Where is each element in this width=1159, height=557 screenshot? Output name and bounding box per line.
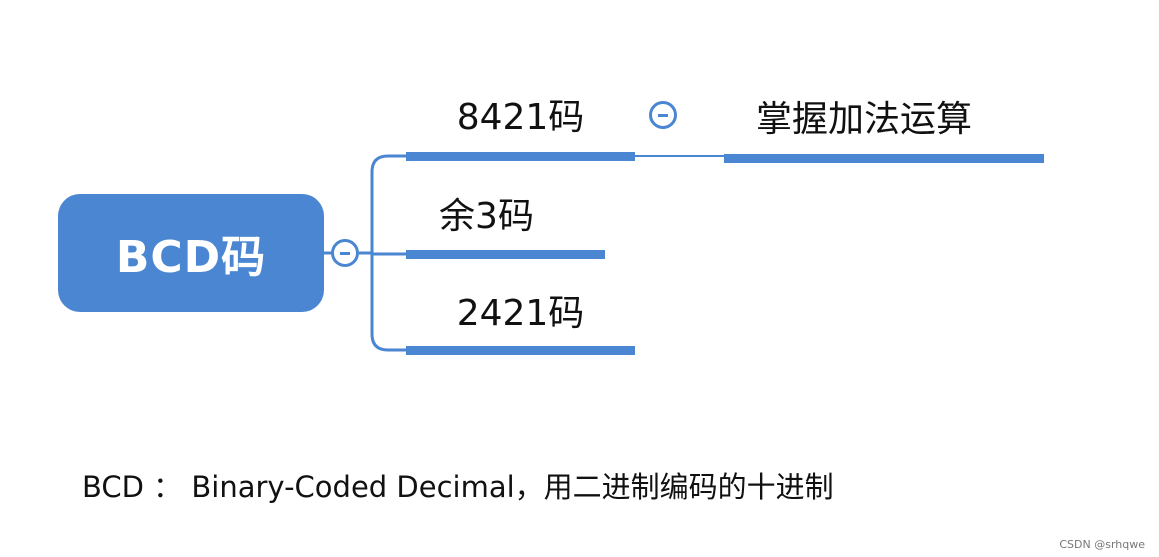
root-node[interactable]: BCD码 xyxy=(58,194,324,312)
topic-label: 2421码 xyxy=(456,293,585,334)
caption-text: BCD ： Binary-Coded Decimal，用二进制编码的十进制 xyxy=(82,470,834,504)
topic-underline xyxy=(406,250,605,259)
topic-excess3[interactable]: 余3码 xyxy=(406,195,605,265)
watermark: CSDN @srhqwe xyxy=(1059,538,1145,551)
topic-label: 8421码 xyxy=(456,97,585,138)
minus-icon xyxy=(340,252,350,255)
minus-icon xyxy=(658,114,668,117)
subtopic-addition[interactable]: 掌握加法运算 xyxy=(724,98,1044,168)
topic-8421[interactable]: 8421码 xyxy=(406,96,635,166)
topic-underline xyxy=(724,154,1044,163)
topic-underline xyxy=(406,152,635,161)
collapse-icon[interactable] xyxy=(649,101,677,129)
topic-2421[interactable]: 2421码 xyxy=(406,292,635,362)
collapse-icon[interactable] xyxy=(331,239,359,267)
topic-underline xyxy=(406,346,635,355)
root-label: BCD码 xyxy=(115,232,267,283)
topic-label: 余3码 xyxy=(439,196,534,237)
topic-label: 掌握加法运算 xyxy=(755,99,972,140)
